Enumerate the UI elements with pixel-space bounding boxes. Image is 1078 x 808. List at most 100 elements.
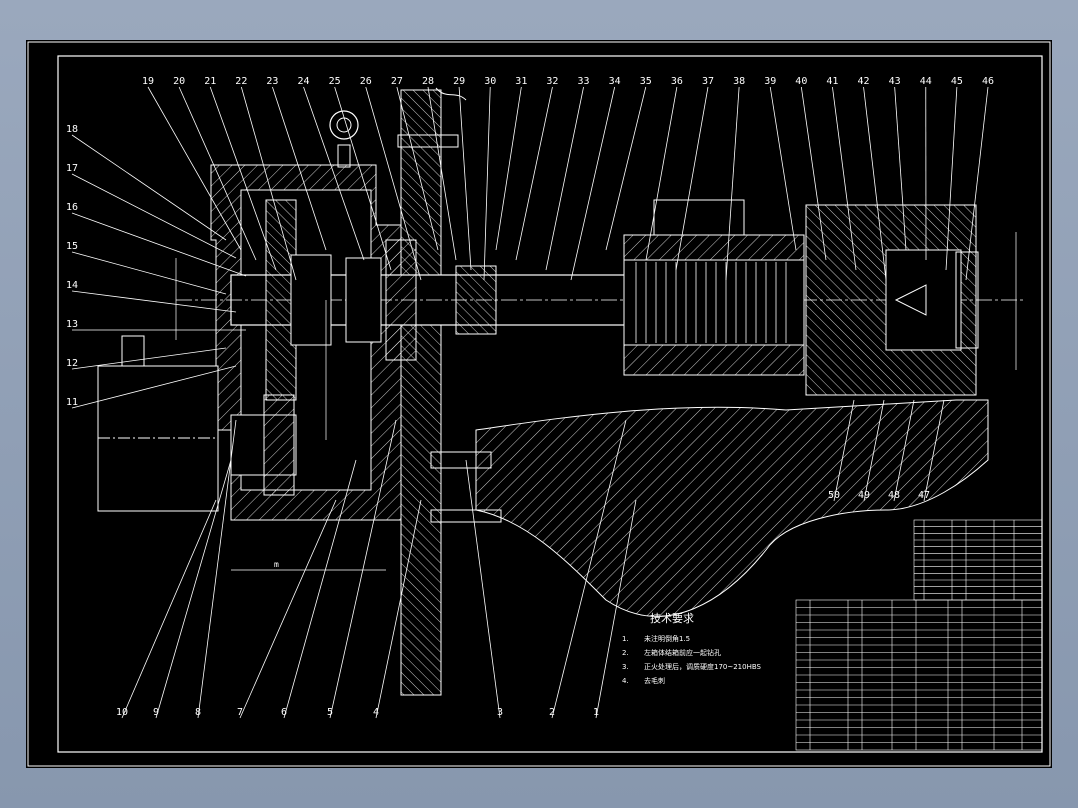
balloon-top-9: 28 [422, 76, 434, 87]
leader-top-7 [365, 86, 422, 281]
balloon-bottom-5: 5 [327, 707, 333, 718]
leader-top-19 [725, 86, 740, 281]
balloon-top-18: 37 [702, 76, 714, 87]
leader-top-16 [605, 86, 647, 251]
balloon-bottom-4: 6 [281, 707, 287, 718]
requirement-number: 1. [622, 635, 629, 643]
balloon-left-6: 12 [66, 358, 78, 369]
inner-frame [57, 55, 1043, 753]
base-casting [475, 399, 989, 617]
parts-list-table [795, 599, 1043, 751]
leader-left-1 [71, 173, 237, 259]
balloon-top-14: 33 [578, 76, 590, 87]
balloon-top-3: 22 [235, 76, 247, 87]
leader-top-6 [334, 86, 392, 271]
requirement-number: 2. [622, 649, 629, 657]
leader-top-22 [832, 86, 857, 271]
leader-right_lower-1 [863, 399, 885, 502]
balloon-top-5: 24 [298, 76, 310, 87]
leader-lines [71, 86, 989, 719]
balloon-top-19: 38 [733, 76, 745, 87]
leader-bottom-6 [375, 499, 422, 719]
leader-top-13 [515, 86, 553, 261]
requirement-item: 2.左箱体结箱前应一起钻孔 [622, 646, 812, 660]
leader-left-6 [71, 347, 227, 370]
requirements-title: 技术要求 [650, 612, 694, 625]
balloon-top-13: 32 [546, 76, 558, 87]
requirement-text: 正火处理后，调质硬度170~210HBS [644, 663, 761, 671]
leader-right_lower-2 [893, 399, 915, 502]
leader-top-12 [495, 86, 522, 251]
requirement-item: 4. 去毛刺 [622, 674, 812, 688]
requirement-item: 1. 未注明倒角1.5 [622, 632, 812, 646]
balloon-top-27: 46 [982, 76, 994, 87]
balloon-top-10: 29 [453, 76, 465, 87]
leader-bottom-0 [121, 499, 217, 719]
assembly-drawing: m 19202122232425262728293031323334353637… [27, 41, 1051, 767]
outer-frame [27, 41, 1051, 767]
balloon-top-17: 36 [671, 76, 683, 87]
balloon-left-5: 13 [66, 319, 78, 330]
balloon-bottom-0: 10 [116, 707, 128, 718]
leader-top-8 [396, 86, 439, 251]
leader-left-2 [71, 212, 247, 277]
leader-top-5 [303, 86, 365, 261]
leader-top-17 [645, 86, 678, 261]
balloon-left-4: 14 [66, 280, 78, 291]
balloon-top-25: 44 [920, 76, 932, 87]
leader-top-11 [483, 86, 491, 281]
dimension-label: m [274, 560, 279, 569]
wall-plate-break [435, 87, 467, 101]
leader-bottom-8 [551, 419, 627, 719]
leader-top-2 [209, 86, 277, 271]
balloon-left-3: 15 [66, 241, 78, 252]
wall-plate [400, 89, 442, 696]
balloon-bottom-1: 9 [153, 707, 159, 718]
leader-top-15 [570, 86, 616, 281]
leader-top-26 [945, 86, 958, 271]
balloon-top-16: 35 [640, 76, 652, 87]
leader-right_lower-0 [833, 399, 855, 502]
balloon-right_lower-3: 47 [918, 490, 930, 501]
leader-bottom-3 [239, 499, 337, 719]
balloon-top-20: 39 [764, 76, 776, 87]
leader-top-10 [458, 86, 472, 271]
balloon-top-6: 25 [329, 76, 341, 87]
requirement-text: 未注明倒角1.5 [644, 635, 691, 643]
requirements-list: 1. 未注明倒角1.5 2.左箱体结箱前应一起钻孔 3. 正火处理后，调质硬度170~2… [622, 632, 812, 688]
leader-bottom-5 [329, 419, 397, 719]
balloon-left-2: 16 [66, 202, 78, 213]
balloon-top-2: 21 [204, 76, 216, 87]
balloon-top-21: 40 [795, 76, 807, 87]
leader-top-20 [769, 86, 797, 251]
balloon-bottom-9: 1 [593, 707, 599, 718]
leader-bottom-9 [595, 499, 637, 719]
leader-left-0 [71, 134, 227, 241]
leader-top-3 [240, 86, 297, 281]
leader-bottom-4 [283, 459, 357, 719]
leader-left-3 [71, 251, 227, 295]
requirement-number: 4. [622, 677, 629, 685]
screw-threads [635, 262, 787, 343]
balloon-top-11: 30 [484, 76, 496, 87]
balloon-top-1: 20 [173, 76, 185, 87]
leader-top-14 [545, 86, 584, 271]
balloon-top-23: 42 [858, 76, 870, 87]
balloon-left-7: 11 [66, 397, 78, 408]
balloon-right_lower-1: 49 [858, 490, 870, 501]
leader-right_lower-3 [923, 399, 945, 502]
balloon-bottom-8: 2 [549, 707, 555, 718]
balloon-top-15: 34 [609, 76, 621, 87]
requirement-item: 3. 正火处理后，调质硬度170~210HBS [622, 660, 812, 674]
leader-top-27 [965, 86, 989, 281]
leader-top-23 [863, 86, 887, 281]
balloon-bottom-3: 7 [237, 707, 243, 718]
requirement-text: 去毛刺 [644, 677, 665, 685]
requirement-number: 3. [622, 663, 629, 671]
leader-bottom-2 [197, 419, 237, 719]
balloon-top-8: 27 [391, 76, 403, 87]
balloon-right_lower-2: 48 [888, 490, 900, 501]
leader-bottom-7 [465, 459, 501, 719]
